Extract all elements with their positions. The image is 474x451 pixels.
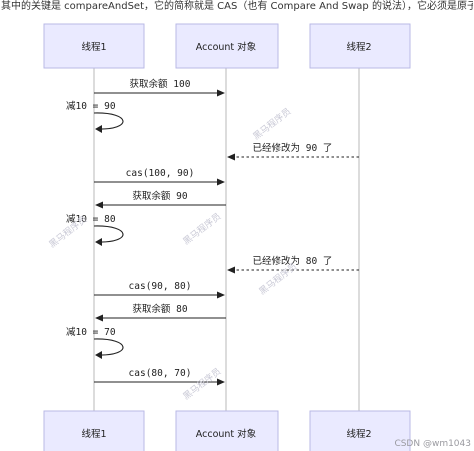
caption-text: 其中的关键是 compareAndSet，它的简称就是 CAS（也有 Compa…: [1, 1, 473, 12]
message-label: 获取余额 100: [130, 78, 191, 90]
self-message-loop: [93, 338, 124, 356]
actor-box-acc-top: [175, 23, 279, 69]
arrow-head: [227, 266, 235, 274]
credit-text: CSDN @wm1043: [394, 439, 471, 449]
message-label: 已经修改为 90 了: [253, 142, 333, 154]
messages: 获取余额 100 减10 = 90 已经修改为 90 了 cas(100, 90) 获取…: [66, 78, 359, 386]
watermark-text: 黑马程序员: [180, 210, 223, 247]
message-label: cas(100, 90): [126, 168, 195, 179]
message-label: 获取余额 90: [132, 190, 187, 202]
arrow-head: [217, 178, 225, 186]
arrow-head: [95, 201, 103, 209]
arrow-head: [95, 238, 102, 246]
actors-bottom: 线程1 Account 对象 线程2: [43, 410, 411, 451]
self-message-loop: [93, 225, 124, 243]
arrow-head: [95, 314, 103, 322]
actor-label-t2-top: 线程2: [346, 41, 371, 53]
actor-box-t2-top: [309, 23, 411, 69]
actor-label-acc-top: Account 对象: [196, 41, 257, 53]
self-message-label: 减10 = 80: [66, 213, 116, 225]
self-message-label: 减10 = 90: [66, 100, 116, 112]
actor-label-t1-bottom: 线程1: [81, 428, 106, 440]
arrow-head: [217, 378, 225, 386]
self-message-label: 减10 = 70: [66, 326, 116, 338]
arrow-head: [217, 89, 225, 97]
lifelines: [93, 68, 360, 411]
message-label: 获取余额 80: [132, 303, 187, 315]
arrow-head: [227, 153, 235, 161]
watermark-text: 黑马程序员: [250, 105, 293, 142]
self-message-loop: [93, 112, 124, 130]
actor-label-t2-bottom: 线程2: [346, 428, 371, 440]
actor-label-acc-bottom: Account 对象: [196, 428, 257, 440]
actor-box-acc-bottom: [175, 410, 279, 451]
arrow-head: [95, 125, 102, 133]
actor-box-t2-bottom: [309, 410, 411, 451]
actor-box-t1-bottom: [43, 410, 145, 451]
arrow-head: [95, 351, 102, 359]
message-label: 已经修改为 80 了: [253, 255, 333, 267]
actor-box-t1-top: [43, 23, 145, 69]
arrow-head: [217, 291, 225, 299]
message-label: cas(90, 80): [129, 281, 192, 292]
message-label: cas(80, 70): [129, 368, 192, 379]
actors-top: 线程1 Account 对象 线程2: [43, 23, 411, 69]
actor-label-t1-top: 线程1: [81, 41, 106, 53]
